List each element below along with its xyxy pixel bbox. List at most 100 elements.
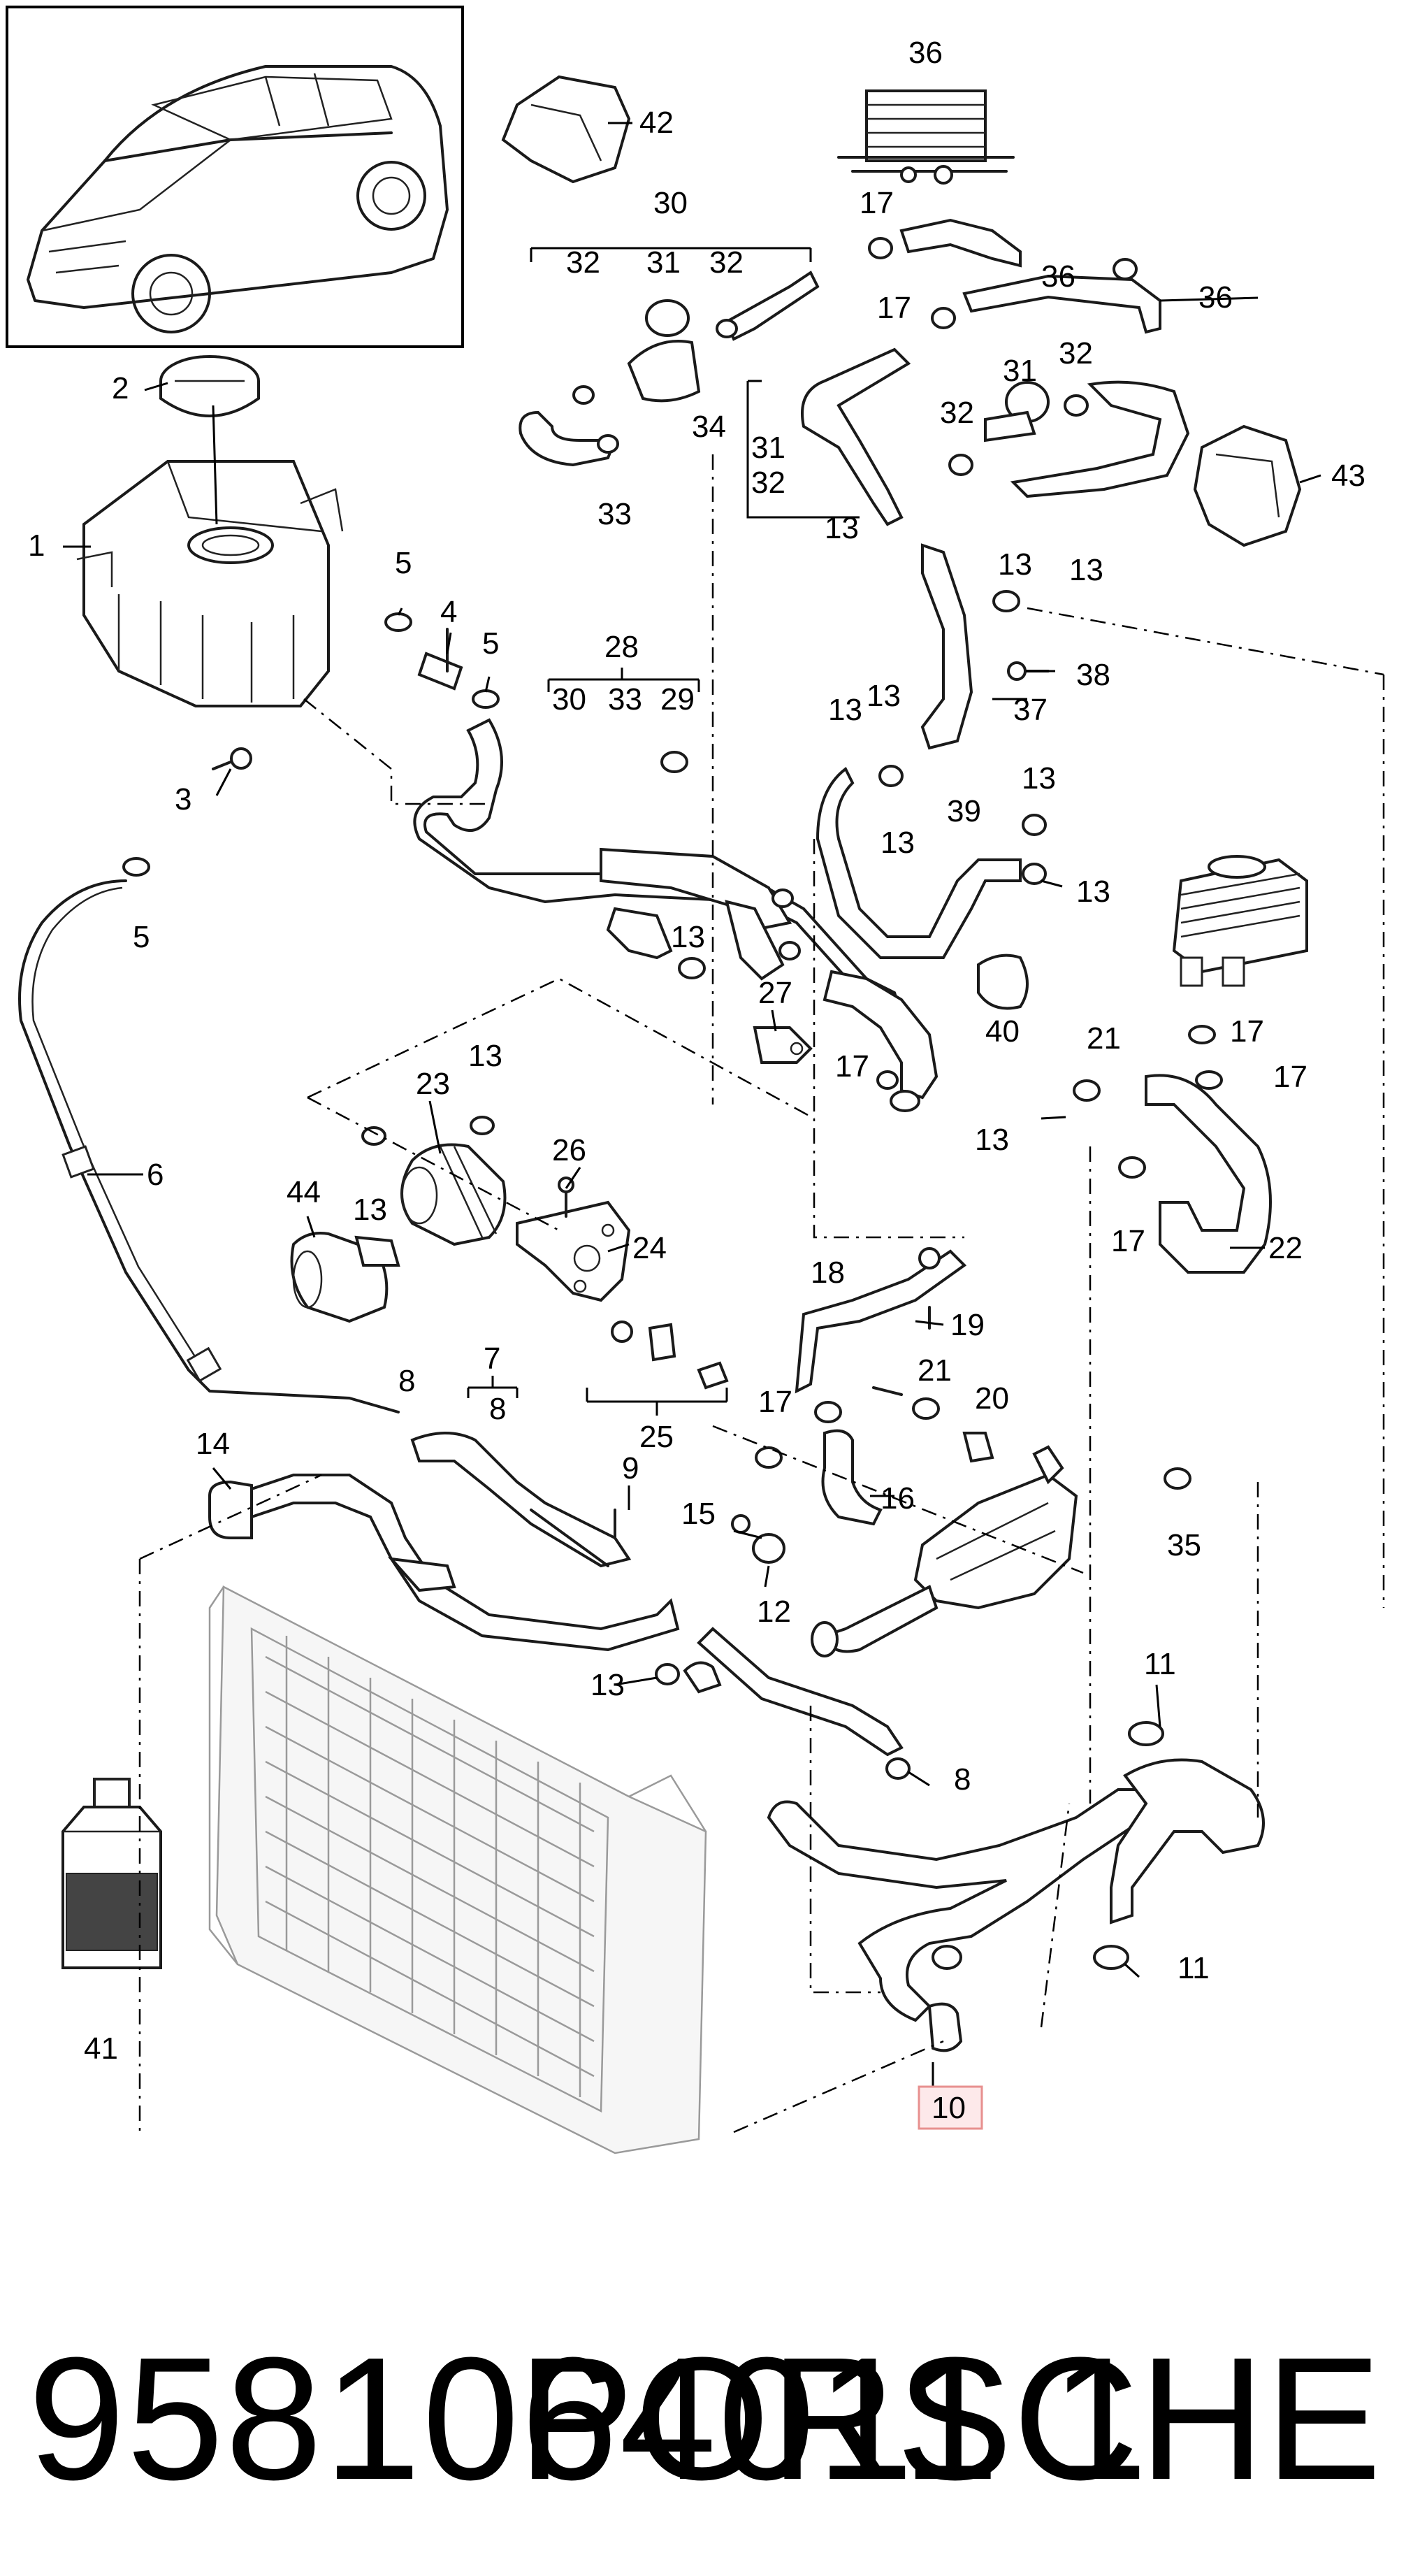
pump-44 xyxy=(290,1232,400,1323)
callout-26: 26 xyxy=(552,1133,586,1167)
callout-labels: 1 2 3 4 5 5 5 6 7 8 8 8 9 10 11 11 12 13… xyxy=(28,36,1365,2130)
oil-cooler-right xyxy=(1172,855,1308,987)
callout-13h: 13 xyxy=(468,1039,502,1073)
callout-32b: 32 xyxy=(709,245,744,280)
callout-11a: 11 xyxy=(1144,1647,1176,1681)
callout-17c: 17 xyxy=(835,1049,869,1084)
callout-8a: 8 xyxy=(398,1364,415,1398)
vent-line-6 xyxy=(18,879,400,1413)
part-42 xyxy=(501,75,631,184)
callout-39: 39 xyxy=(947,794,981,828)
callout-6: 6 xyxy=(147,1158,164,1192)
callout-19: 19 xyxy=(950,1308,985,1342)
callout-18: 18 xyxy=(811,1255,845,1290)
callout-13m: 13 xyxy=(1069,553,1103,587)
callout-13e: 13 xyxy=(1022,761,1056,796)
callout-32a: 32 xyxy=(566,245,600,280)
hose-assembly-30 xyxy=(519,271,820,467)
callout-27: 27 xyxy=(758,976,792,1010)
hose-10 xyxy=(767,1788,1147,2052)
callout-21b: 21 xyxy=(918,1353,952,1388)
callout-42: 42 xyxy=(639,106,674,140)
callout-13b: 13 xyxy=(998,547,1032,582)
callout-33b: 33 xyxy=(608,682,642,717)
hose-22 xyxy=(1073,1025,1272,1274)
coolant-bottle-41 xyxy=(61,1778,162,1969)
callout-5c: 5 xyxy=(133,920,150,954)
callout-13d: 13 xyxy=(881,826,915,860)
clamps-5 xyxy=(122,612,500,877)
callout-23: 23 xyxy=(416,1067,450,1101)
callout-13a: 13 xyxy=(825,511,859,545)
callout-13g: 13 xyxy=(671,920,705,954)
callout-17f: 17 xyxy=(1111,1224,1145,1258)
oil-cooler-36 xyxy=(837,89,1015,185)
callout-30b: 30 xyxy=(552,682,586,717)
callout-29: 29 xyxy=(660,682,695,717)
callout-32d: 32 xyxy=(940,396,974,430)
callout-32e: 32 xyxy=(1059,336,1093,370)
callout-37: 37 xyxy=(1013,693,1048,727)
callout-28: 28 xyxy=(604,630,639,664)
bracket-24 xyxy=(516,1200,631,1302)
callout-1: 1 xyxy=(28,528,45,563)
callout-8b: 8 xyxy=(489,1392,506,1426)
callout-31b: 31 xyxy=(751,431,785,465)
hoses-36-17 xyxy=(868,218,1161,334)
connector-4 xyxy=(417,628,463,691)
bracket-lines xyxy=(467,247,860,1416)
callout-12: 12 xyxy=(757,1595,791,1629)
callout-31a: 31 xyxy=(646,245,681,280)
callout-38: 38 xyxy=(1076,658,1110,692)
callout-13i: 13 xyxy=(353,1193,387,1227)
callout-15: 15 xyxy=(681,1497,716,1531)
callout-31c: 31 xyxy=(1003,354,1037,388)
callout-14: 14 xyxy=(196,1427,230,1461)
clip-21-20 xyxy=(872,1386,994,1463)
callout-43: 43 xyxy=(1331,459,1365,493)
callout-41: 41 xyxy=(84,2031,118,2066)
callout-17g: 17 xyxy=(758,1385,792,1419)
callout-16: 16 xyxy=(881,1481,915,1516)
brand-name: PORSCHE xyxy=(517,2321,1382,2516)
callout-20: 20 xyxy=(975,1381,1009,1416)
hose-11 xyxy=(1093,1721,1265,1970)
callout-36a: 36 xyxy=(908,36,943,70)
thermostat-housing xyxy=(811,1445,1191,1657)
hose-assembly-34 xyxy=(801,347,1190,526)
screw-3 xyxy=(212,747,252,770)
callout-4: 4 xyxy=(440,595,457,629)
callout-13c: 13 xyxy=(867,679,901,713)
callout-21a: 21 xyxy=(1087,1021,1121,1056)
pipe-18 xyxy=(795,1247,967,1394)
callout-13l: 13 xyxy=(828,693,862,727)
callout-17e: 17 xyxy=(1273,1060,1307,1094)
tank-cap-2 xyxy=(159,355,260,525)
hose-39 xyxy=(816,765,1047,959)
leader-lines xyxy=(63,122,1321,2090)
callout-22: 22 xyxy=(1268,1231,1303,1265)
callout-3: 3 xyxy=(175,782,191,816)
callout-25: 25 xyxy=(639,1420,674,1454)
callout-17a: 17 xyxy=(860,186,894,220)
expansion-tank-1 xyxy=(76,460,344,707)
callout-10: 10 xyxy=(932,2091,966,2125)
callout-13j: 13 xyxy=(975,1123,1009,1157)
callout-35: 35 xyxy=(1167,1528,1201,1562)
highlighted-callout-10: 10 xyxy=(918,2085,983,2130)
radiator-module-ghost xyxy=(208,1585,707,2154)
callout-36c: 36 xyxy=(1198,280,1233,315)
gasket-40 xyxy=(977,954,1029,1010)
vehicle-thumbnail xyxy=(6,6,464,348)
callout-32c: 32 xyxy=(751,466,785,500)
hose-14 xyxy=(208,1474,680,1652)
pump-23 xyxy=(361,1116,507,1246)
callout-11b: 11 xyxy=(1178,1951,1210,1985)
hose-7 xyxy=(410,1432,632,1568)
part-number: 9581064011 1 xyxy=(28,2321,1150,2516)
callout-36b: 36 xyxy=(1041,259,1075,294)
part-43 xyxy=(1193,424,1302,547)
callout-13k: 13 xyxy=(590,1668,625,1702)
callout-9: 9 xyxy=(622,1451,639,1485)
callout-33a: 33 xyxy=(597,497,632,531)
